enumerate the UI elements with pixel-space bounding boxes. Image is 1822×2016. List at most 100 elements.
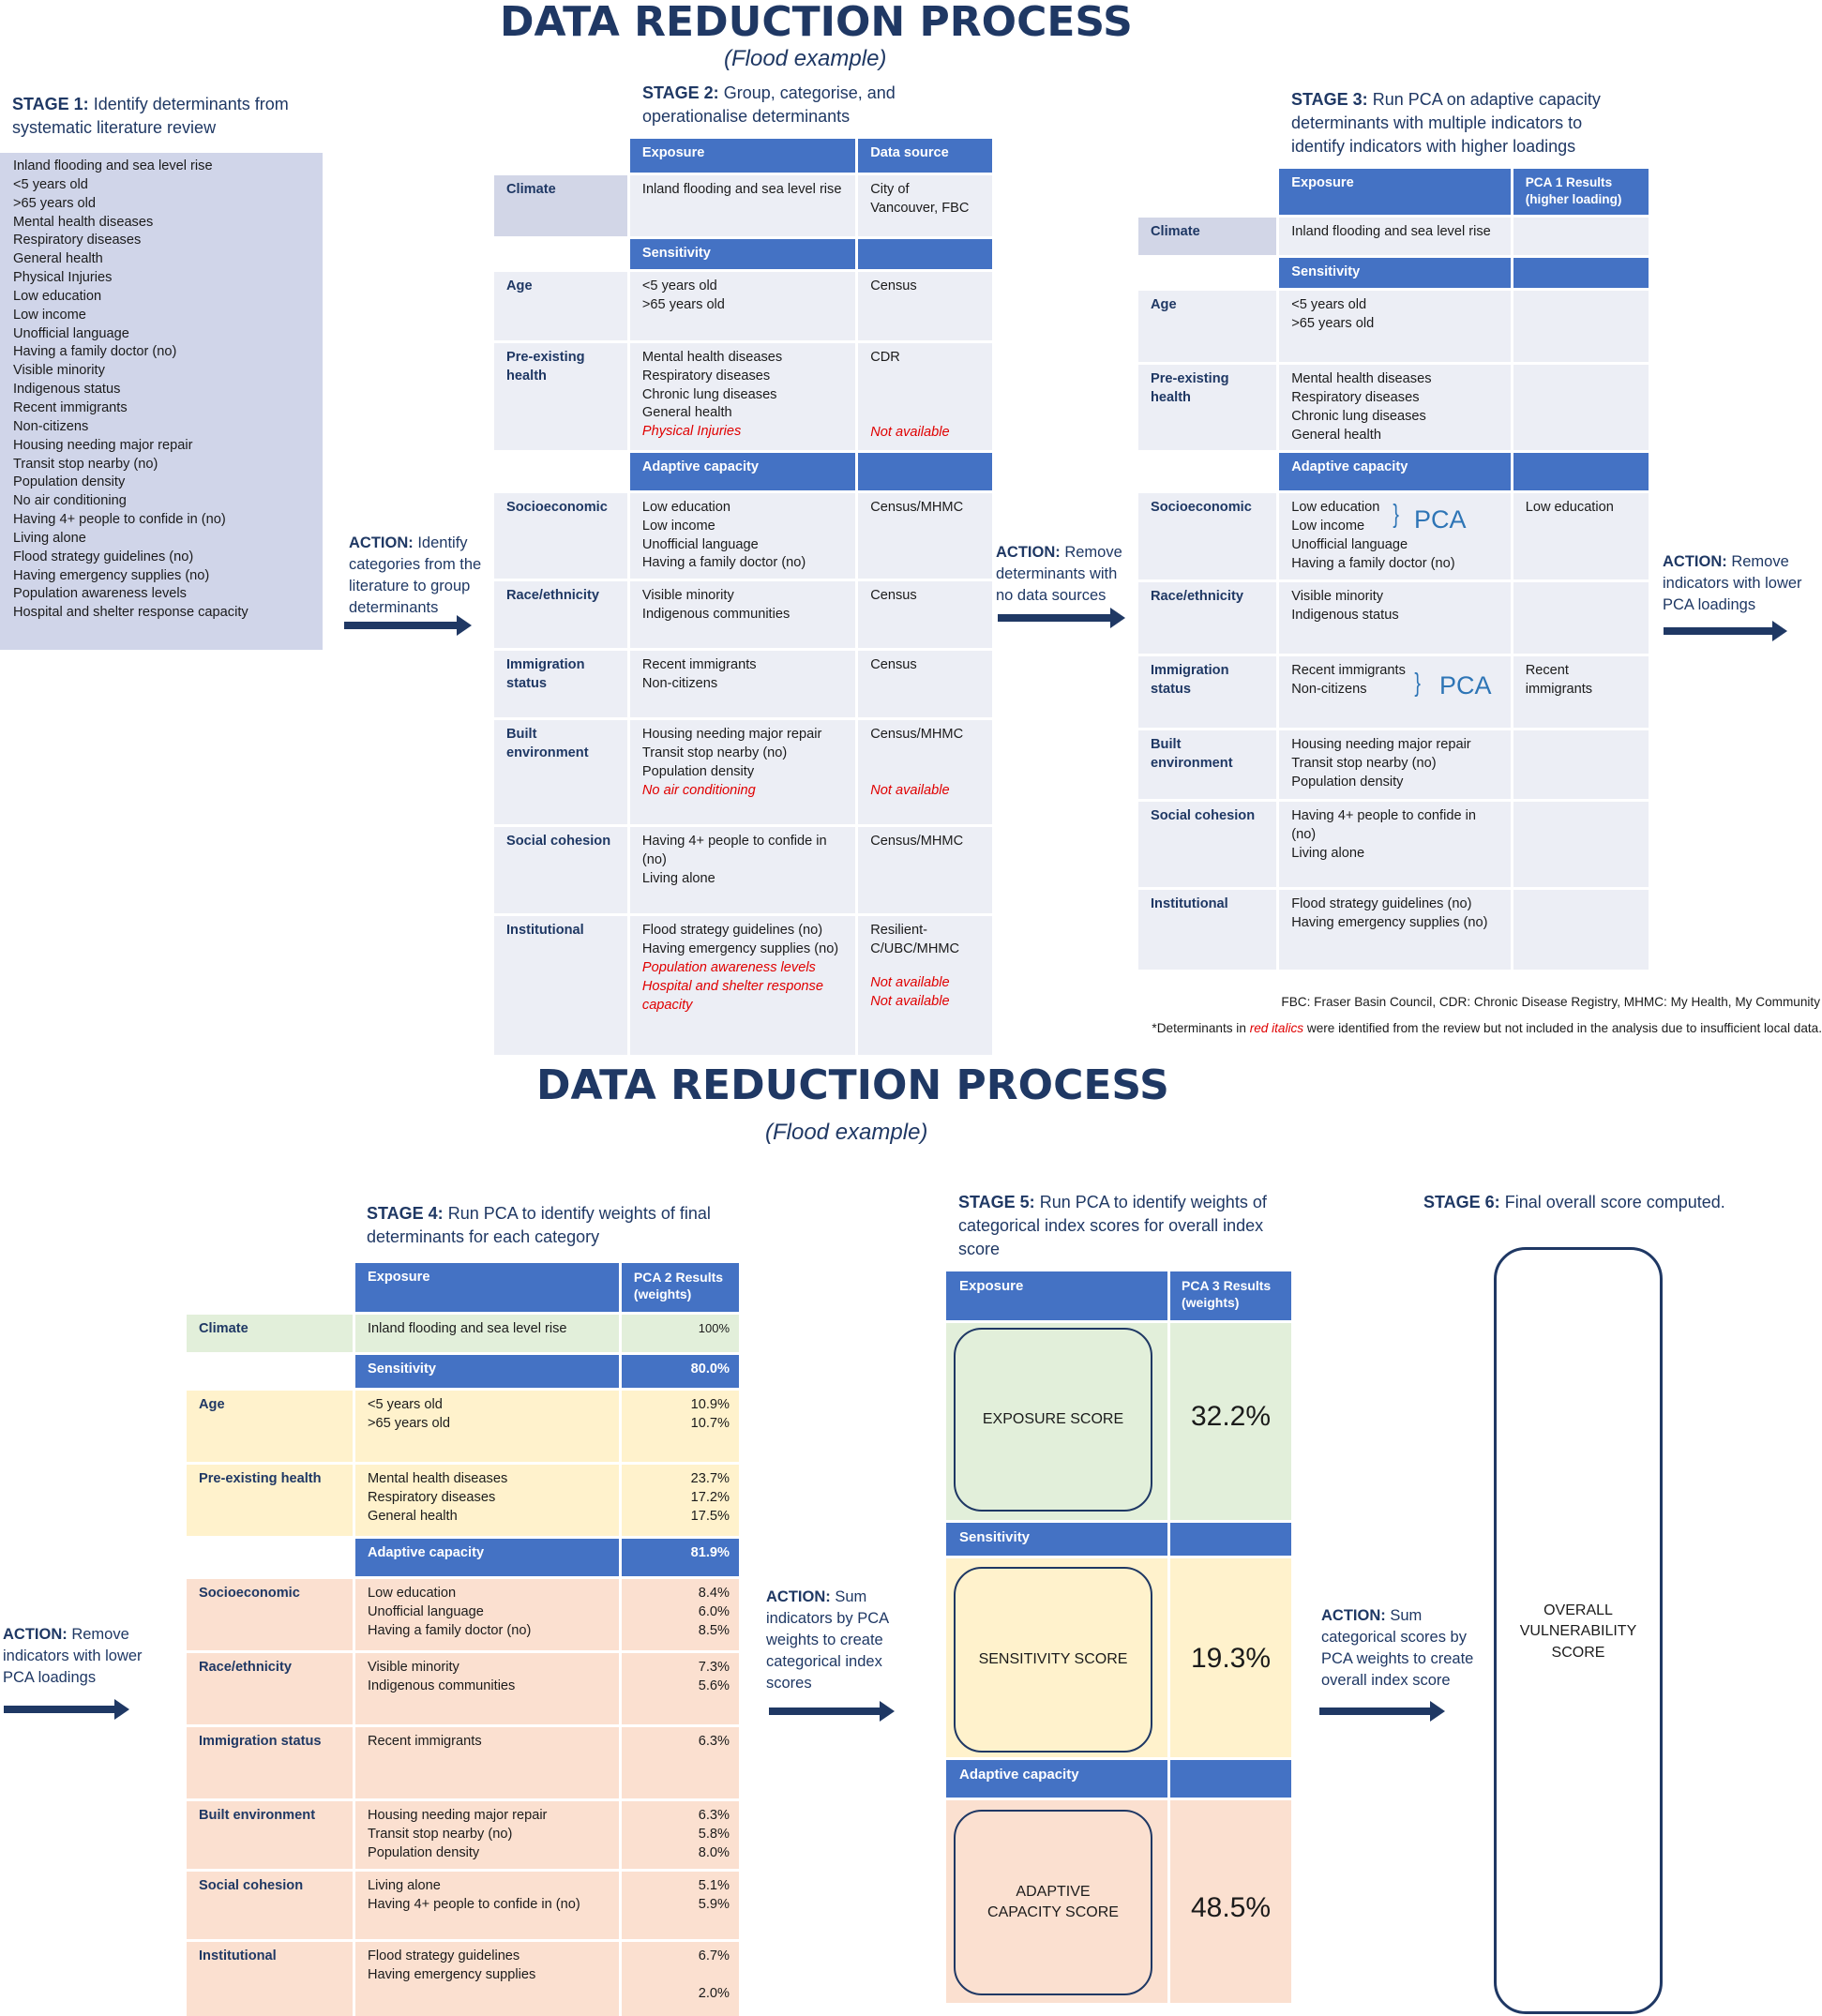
stage1-item: Visible minority xyxy=(13,363,105,379)
stage1-item: No air conditioning xyxy=(13,493,127,509)
stage1-item: Transit stop nearby (no) xyxy=(13,456,158,472)
stage1-item: Unofficial language xyxy=(13,325,129,341)
stage4-health-weights: 23.7%17.2%17.5% xyxy=(621,1465,739,1536)
stage4-category-immig: Immigration status xyxy=(187,1727,353,1798)
header-sensitivity: Sensitivity xyxy=(629,239,856,269)
exposure-weight: 32.2% xyxy=(1190,1401,1272,1432)
stage4-header-exposure: Exposure xyxy=(354,1263,619,1312)
stage4-climate-items: Inland flooding and sea level rise xyxy=(354,1315,619,1352)
stage4-category-built: Built environment xyxy=(187,1801,353,1869)
stage3-heading: STAGE 3: Run PCA on adaptive capacity de… xyxy=(1291,90,1601,156)
stage5-header-sensitivity: Sensitivity xyxy=(946,1523,1167,1556)
header-pca3: PCA 3 Results (weights) xyxy=(1170,1271,1291,1320)
stage3-inst-items: Flood strategy guidelines (no)Having eme… xyxy=(1279,890,1511,970)
stage3-age-items: <5 years old>65 years old xyxy=(1279,291,1511,362)
stage3-category-health: Pre-existing health xyxy=(1138,365,1277,451)
stage4-age-weights: 10.9%10.7% xyxy=(621,1391,739,1462)
stage3-category-race: Race/ethnicity xyxy=(1138,582,1277,654)
stage2-race-source: Census xyxy=(858,581,992,649)
stage4-category-health: Pre-existing health xyxy=(187,1465,353,1536)
action1-text: ACTION: Identify categories from the lit… xyxy=(349,534,482,617)
overall-vulnerability-score-box: OVERALL VULNERABILITY SCORE xyxy=(1494,1247,1663,2014)
adaptive-capacity-score-box: ADAPTIVE CAPACITY SCORE xyxy=(954,1810,1152,1995)
stage1-item: Living alone xyxy=(13,530,86,546)
stage1-item: >65 years old xyxy=(13,195,97,211)
stage3-header-adaptive: Adaptive capacity xyxy=(1279,453,1511,491)
stage1-item: Flood strategy guidelines (no) xyxy=(13,549,194,564)
stage4-age-items: <5 years old>65 years old xyxy=(354,1391,619,1462)
category-race-ethnicity: Race/ethnicity xyxy=(494,581,627,649)
stage3-climate-items: Inland flooding and sea level rise xyxy=(1279,218,1511,255)
stage4-header-sensitivity: Sensitivity xyxy=(354,1355,619,1388)
header-exposure: Exposure xyxy=(629,139,856,173)
stage2-heading: STAGE 2: Group, categorise, and operatio… xyxy=(642,83,896,126)
stage3-category-immig: Immigration status xyxy=(1138,656,1277,729)
stage2-age-source: Census xyxy=(858,271,992,340)
stage1-item: Mental health diseases xyxy=(13,214,154,230)
stage4-inst-weights: 6.7%2.0% xyxy=(621,1942,739,2016)
action6-arrow xyxy=(1319,1701,1445,1722)
stage1-heading: STAGE 1: Identify determinants from syst… xyxy=(12,95,289,137)
stage4-built-weights: 6.3%5.8%8.0% xyxy=(621,1801,739,1869)
action1-arrow xyxy=(344,615,472,636)
stage4-category-social: Social cohesion xyxy=(187,1872,353,1939)
stage1-item: Having emergency supplies (no) xyxy=(13,567,210,583)
stage3-header-exposure: Exposure xyxy=(1279,169,1511,215)
stage1-item: Recent immigrants xyxy=(13,399,128,415)
stage1-item: Non-citizens xyxy=(13,418,89,434)
top-title: DATA REDUCTION PROCESS xyxy=(500,0,1133,46)
stage4-adaptive-total: 81.9% xyxy=(621,1539,739,1576)
stage4-category-climate: Climate xyxy=(187,1315,353,1352)
stage4-social-weights: 5.1%5.9% xyxy=(621,1872,739,1939)
category-age: Age xyxy=(494,271,627,340)
stage1-item: General health xyxy=(13,251,103,267)
stage4-category-age: Age xyxy=(187,1391,353,1462)
stage4-heading: STAGE 4: Run PCA to identify weights of … xyxy=(367,1204,711,1246)
footnote-abbreviations: FBC: Fraser Basin Council, CDR: Chronic … xyxy=(1281,995,1820,1009)
stage4-category-socio: Socioeconomic xyxy=(187,1579,353,1650)
stage5-header-adaptive: Adaptive capacity xyxy=(946,1760,1167,1798)
stage5-heading: STAGE 5: Run PCA to identify weights of … xyxy=(958,1193,1267,1258)
stage1-item: Population awareness levels xyxy=(13,586,187,602)
stage1-item: <5 years old xyxy=(13,176,88,192)
blank-cell xyxy=(494,139,627,173)
category-climate: Climate xyxy=(494,175,627,236)
stage6-heading: STAGE 6: Final overall score computed. xyxy=(1423,1193,1725,1211)
stage4-immig-items: Recent immigrants xyxy=(354,1727,619,1798)
stage4-socio-weights: 8.4%6.0%8.5% xyxy=(621,1579,739,1650)
action6-text: ACTION: Sum categorical scores by PCA we… xyxy=(1321,1607,1474,1690)
stage4-header-adaptive: Adaptive capacity xyxy=(354,1539,619,1576)
action4-text: ACTION: Remove indicators with lower PCA… xyxy=(3,1626,143,1687)
stage2-social-source: Census/MHMC xyxy=(858,827,992,914)
stage2-social-items: Having 4+ people to confide in (no)Livin… xyxy=(629,827,856,914)
stage2-climate-items: Inland flooding and sea level rise xyxy=(629,175,856,236)
action3-arrow xyxy=(1664,621,1787,641)
stage1-item: Physical Injuries xyxy=(13,270,113,286)
stage2-immig-source: Census xyxy=(858,651,992,718)
stage3-category-climate: Climate xyxy=(1138,218,1277,255)
stage4-immig-weight: 6.3% xyxy=(621,1727,739,1798)
top-subtitle: (Flood example) xyxy=(724,46,887,71)
footnote-red-italics: *Determinants in red italics were identi… xyxy=(1152,1021,1822,1035)
header-adaptive-capacity: Adaptive capacity xyxy=(629,452,856,490)
stage3-category-social: Social cohesion xyxy=(1138,802,1277,888)
stage1-item: Indigenous status xyxy=(13,382,121,398)
bottom-subtitle: (Flood example) xyxy=(765,1120,928,1145)
stage5-panel: Exposure PCA 3 Results (weights) Sensiti… xyxy=(946,1271,1291,2003)
category-built-environment: Built environment xyxy=(494,720,627,825)
action2-arrow xyxy=(998,608,1125,628)
action2-text: ACTION: Remove determinants with no data… xyxy=(996,544,1122,605)
pca-brace-socio: } xyxy=(1393,499,1399,528)
action5-text: ACTION: Sum indicators by PCA weights to… xyxy=(766,1588,889,1693)
